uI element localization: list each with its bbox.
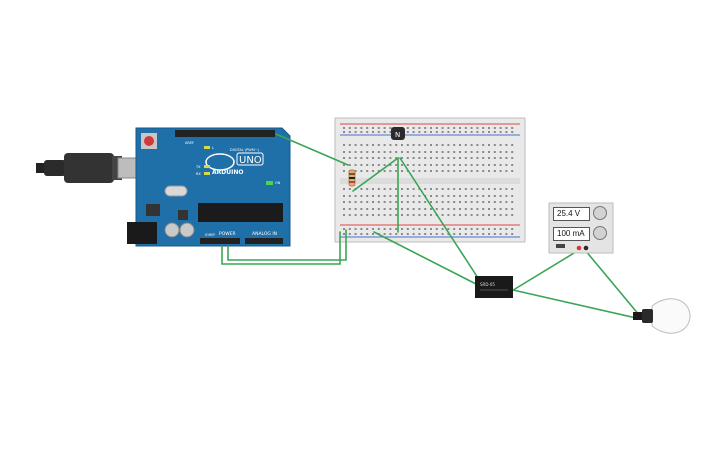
relay-label: SRD-05 bbox=[480, 282, 495, 287]
ioref-label: IOREF bbox=[205, 233, 215, 237]
wire-resistor-to-base[interactable] bbox=[352, 157, 399, 192]
wire-gnd[interactable] bbox=[227, 229, 347, 261]
relay[interactable]: SRD-05 bbox=[475, 276, 513, 298]
psu-terminal-positive[interactable] bbox=[576, 245, 582, 251]
current-knob[interactable] bbox=[593, 226, 607, 240]
analog-header-label: ANALOG IN bbox=[252, 231, 277, 237]
psu-terminal-negative[interactable] bbox=[583, 245, 589, 251]
aref-label: AREF bbox=[185, 141, 194, 145]
reset-button[interactable] bbox=[144, 136, 154, 146]
breadboard-holes[interactable] bbox=[343, 127, 514, 235]
led-l bbox=[204, 146, 210, 149]
arduino-logo bbox=[205, 153, 235, 171]
led-on bbox=[266, 181, 273, 185]
analog-header[interactable] bbox=[245, 238, 283, 244]
psu-voltage-display: 25.4 V bbox=[553, 207, 590, 221]
power-header[interactable] bbox=[200, 238, 240, 244]
light-bulb[interactable] bbox=[633, 298, 691, 334]
resistor[interactable] bbox=[348, 169, 356, 187]
wires[interactable] bbox=[221, 133, 641, 319]
wire-5v[interactable] bbox=[221, 231, 341, 265]
led-rx-label: RX bbox=[196, 172, 201, 176]
psu-current-display: 100 mA bbox=[553, 227, 590, 241]
transistor-label: N bbox=[395, 131, 400, 139]
voltage-knob[interactable] bbox=[593, 206, 607, 220]
wire-digital-to-resistor[interactable] bbox=[275, 133, 349, 166]
wire-relay-to-psu[interactable] bbox=[509, 249, 580, 293]
microcontroller-chip bbox=[198, 203, 283, 222]
wire-collector-to-relay[interactable] bbox=[399, 157, 479, 279]
wire-supply-to-relay[interactable] bbox=[373, 231, 477, 285]
digital-header-label: DIGITAL (PWM~) bbox=[230, 148, 260, 152]
arduino-brand-label: ARDUINO bbox=[212, 169, 243, 176]
digital-header[interactable] bbox=[175, 130, 275, 137]
led-l-label: L bbox=[212, 146, 214, 150]
psu-switch[interactable] bbox=[556, 244, 565, 248]
npn-transistor[interactable]: N bbox=[391, 127, 405, 140]
led-on-label: ON bbox=[275, 181, 281, 185]
arduino-uno-board[interactable]: ARDUINO UNO DIGITAL (PWM~) POWER ANALOG … bbox=[127, 127, 291, 247]
led-tx bbox=[204, 165, 210, 168]
led-rx bbox=[204, 172, 210, 175]
power-header-label: POWER bbox=[219, 231, 236, 237]
led-tx-label: TX bbox=[195, 165, 201, 169]
power-jack[interactable] bbox=[127, 222, 157, 244]
breadboard[interactable] bbox=[334, 117, 526, 243]
arduino-model-label: UNO bbox=[239, 155, 262, 166]
usb-cable[interactable] bbox=[36, 153, 145, 183]
wire-psu-to-lamp[interactable] bbox=[584, 249, 641, 317]
wire-relay-to-lamp[interactable] bbox=[512, 289, 637, 319]
